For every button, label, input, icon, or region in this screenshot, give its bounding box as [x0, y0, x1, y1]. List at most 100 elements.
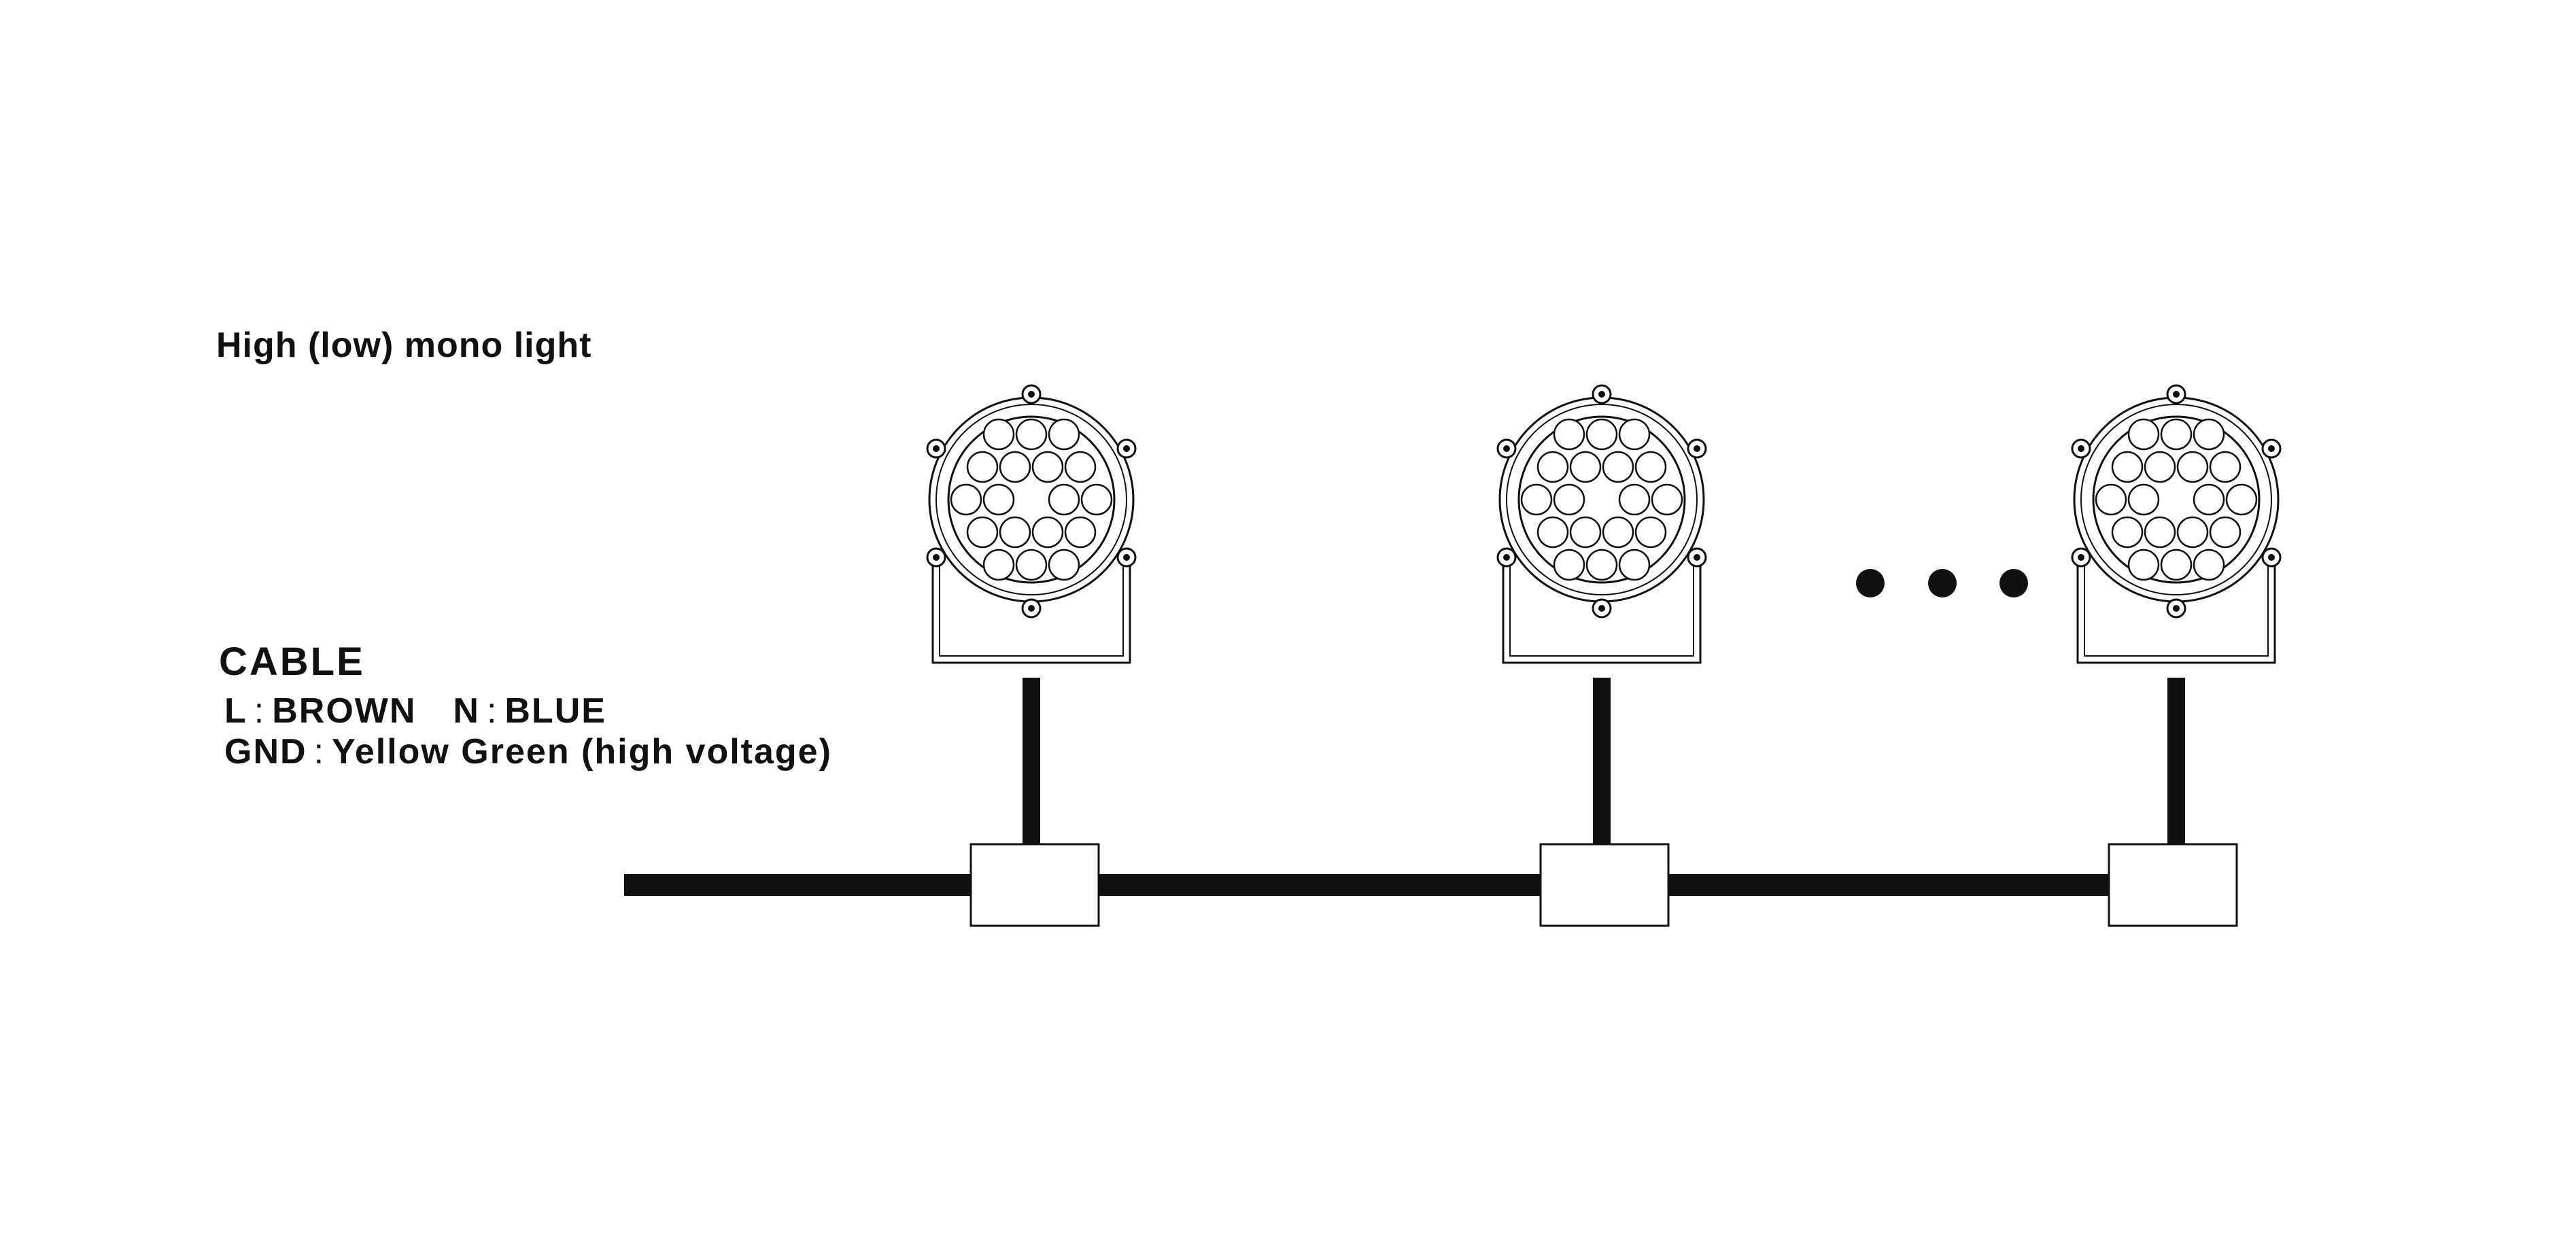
screw-icon — [1694, 445, 1700, 452]
led-icon — [1618, 483, 1651, 516]
led-icon — [2127, 418, 2160, 451]
bracket — [2076, 554, 2276, 664]
led-icon — [1536, 516, 1569, 549]
screw-icon — [2078, 445, 2084, 452]
screw-icon — [1028, 605, 1035, 612]
led-icon — [1553, 549, 1585, 581]
bracket — [931, 554, 1131, 664]
screw-icon — [933, 554, 940, 561]
led-icon — [2127, 549, 2160, 581]
led-icon — [1048, 549, 1080, 581]
led-icon — [999, 516, 1031, 549]
led-icon — [1031, 516, 1064, 549]
screw-icon — [1694, 554, 1700, 561]
lamp-rim — [2080, 404, 2272, 595]
ground-value: Yellow Green (high voltage) — [332, 732, 832, 771]
led-icon — [1651, 483, 1683, 516]
light-fixture-3 — [2071, 384, 2282, 927]
fixtures-layer — [926, 384, 2282, 927]
led-icon — [2111, 451, 2144, 483]
riser-cable — [2167, 678, 2185, 846]
lamp-rim — [935, 404, 1127, 595]
junction-box — [2108, 843, 2238, 927]
led-icon — [1520, 483, 1553, 516]
led-icon — [1602, 516, 1634, 549]
led-icon — [1553, 418, 1585, 451]
led-icon — [1048, 483, 1080, 516]
led-icon — [2193, 418, 2225, 451]
led-icon — [2160, 549, 2193, 581]
riser-cable — [1023, 678, 1040, 846]
cable-ground-legend: GND:Yellow Green (high voltage) — [224, 731, 832, 772]
led-icon — [2176, 516, 2209, 549]
junction-box — [969, 843, 1100, 927]
led-icon — [2160, 418, 2193, 451]
lamp-rim — [1506, 404, 1698, 595]
main-cable-segment — [1099, 874, 1541, 896]
screw-icon — [1598, 391, 1605, 398]
screw-icon — [1123, 554, 1130, 561]
separator: : — [486, 691, 498, 731]
separator: : — [313, 732, 326, 771]
led-icon — [1536, 451, 1569, 483]
led-icon — [1618, 418, 1651, 451]
led-icon — [966, 516, 999, 549]
ellipsis-dot-icon — [1999, 569, 2028, 597]
led-icon — [1080, 483, 1113, 516]
led-icon — [2095, 483, 2127, 516]
led-icon — [1064, 516, 1097, 549]
lamp-lens — [2092, 415, 2261, 584]
live-value: BROWN — [272, 691, 417, 731]
led-icon — [2144, 516, 2176, 549]
led-icon — [2209, 516, 2242, 549]
led-icon — [982, 549, 1015, 581]
led-icon — [1569, 516, 1602, 549]
junction-box — [1539, 843, 1670, 927]
main-cable-segment — [624, 874, 971, 896]
led-icon — [2111, 516, 2144, 549]
led-icon — [2144, 451, 2176, 483]
diagram-title: High (low) mono light — [216, 326, 592, 365]
bracket — [1502, 554, 1702, 664]
ellipsis-dot-icon — [1928, 569, 1957, 597]
led-icon — [1634, 516, 1667, 549]
screw-icon — [2268, 445, 2275, 452]
screw-icon — [1028, 391, 1035, 398]
led-icon — [1031, 451, 1064, 483]
led-icon — [1048, 418, 1080, 451]
led-icon — [2176, 451, 2209, 483]
screw-icon — [1503, 554, 1510, 561]
led-icon — [1015, 549, 1048, 581]
screw-icon — [1598, 605, 1605, 612]
separator: : — [254, 691, 266, 731]
led-icon — [1618, 549, 1651, 581]
led-icon — [2209, 451, 2242, 483]
led-icon — [1585, 418, 1618, 451]
screw-icon — [2078, 554, 2084, 561]
ellipsis-dot-icon — [1856, 569, 1885, 597]
led-icon — [982, 418, 1015, 451]
screw-icon — [933, 445, 940, 452]
light-fixture-2 — [1496, 384, 1707, 927]
led-icon — [2127, 483, 2160, 516]
led-icon — [950, 483, 982, 516]
riser-cable — [1593, 678, 1611, 846]
led-icon — [1015, 418, 1048, 451]
screw-icon — [1503, 445, 1510, 452]
led-icon — [1585, 549, 1618, 581]
led-icon — [1553, 483, 1585, 516]
led-icon — [982, 483, 1015, 516]
bracket-inner — [1509, 561, 1694, 657]
screw-icon — [2173, 605, 2180, 612]
lamp-lens — [1517, 415, 1686, 584]
led-icon — [1602, 451, 1634, 483]
screw-icon — [2268, 554, 2275, 561]
screw-icon — [1123, 445, 1130, 452]
main-cable-segment — [1667, 874, 2109, 896]
neutral-key: N — [453, 691, 480, 731]
led-icon — [2193, 483, 2225, 516]
led-icon — [1634, 451, 1667, 483]
continuation-dots — [1856, 569, 2028, 597]
ground-key: GND — [224, 732, 307, 771]
